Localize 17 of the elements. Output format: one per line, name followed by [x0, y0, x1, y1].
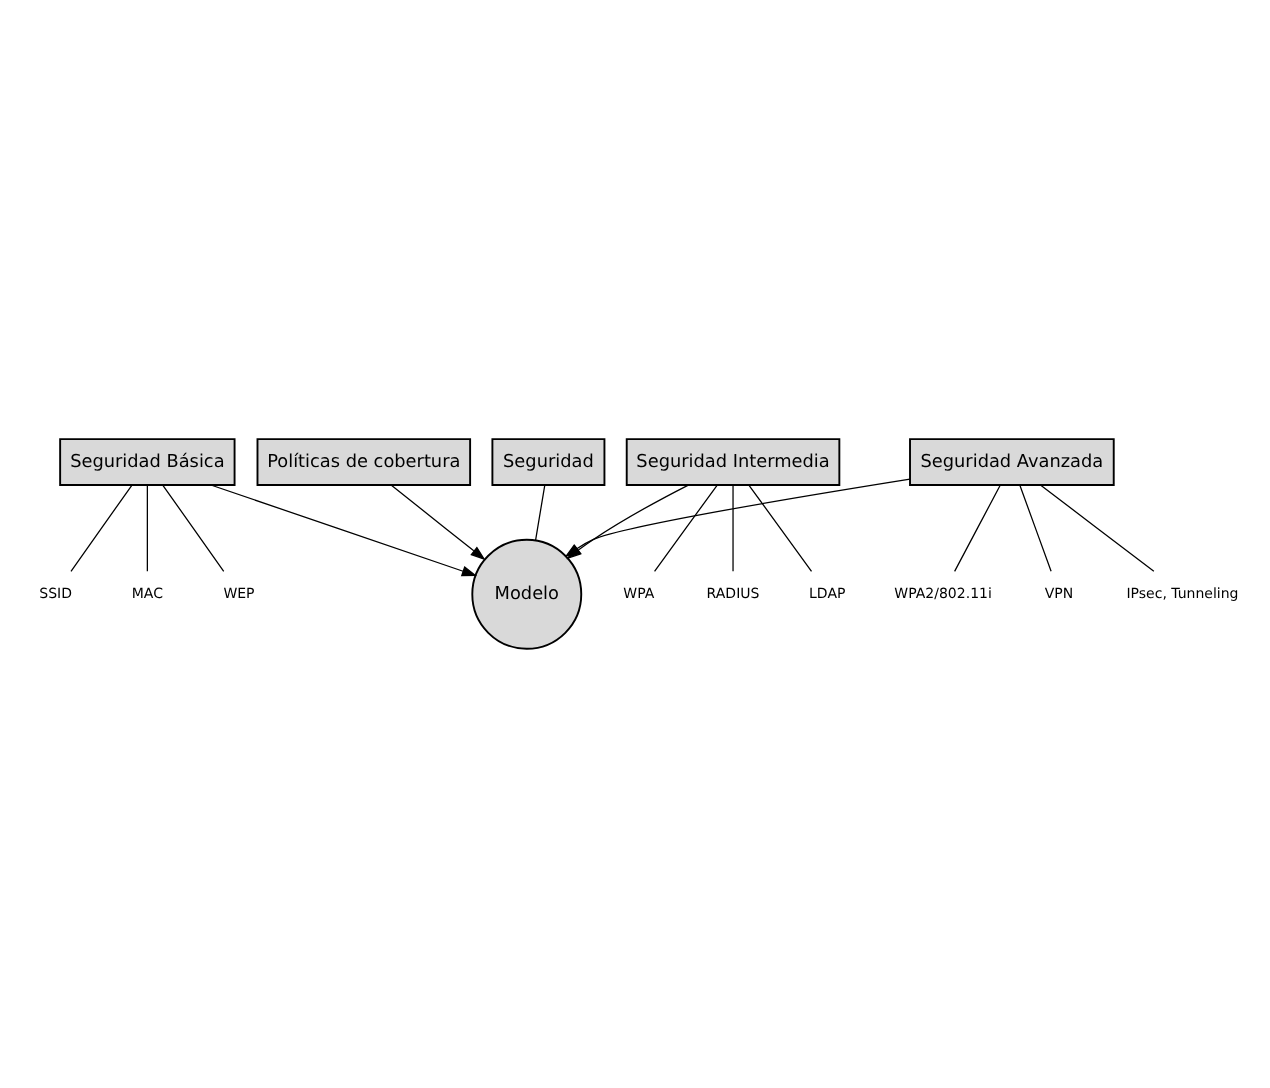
connector: [70, 484, 133, 572]
node-box: Seguridad Básica: [59, 438, 236, 486]
connector: [653, 484, 718, 572]
connector: [146, 484, 148, 572]
node-box: Seguridad Intermedia: [625, 438, 841, 486]
connector: [732, 484, 734, 572]
connector: [1039, 484, 1155, 572]
connector: [534, 484, 546, 541]
connector: [162, 484, 225, 572]
node-box: Seguridad: [491, 438, 606, 486]
node-box: Políticas de cobertura: [256, 438, 472, 486]
node-box: Seguridad Avanzada: [909, 438, 1115, 486]
arrow: [390, 484, 486, 561]
arrow: [210, 484, 478, 577]
connector: [1019, 484, 1052, 572]
connector: [748, 484, 813, 572]
connector: [954, 484, 1001, 572]
